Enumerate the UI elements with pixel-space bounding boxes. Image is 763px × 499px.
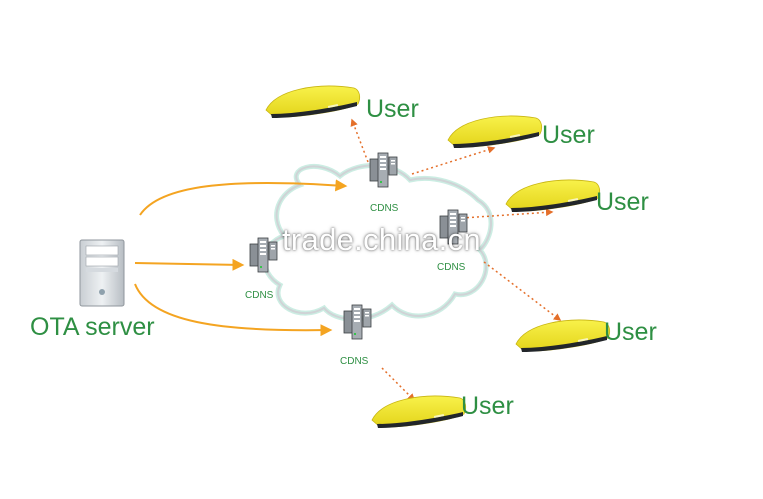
router-device-icon bbox=[505, 179, 601, 213]
user-label: User bbox=[461, 392, 514, 420]
user-label: User bbox=[596, 188, 649, 216]
cdns-label: CDNS bbox=[370, 203, 399, 214]
router-device-icon bbox=[447, 115, 543, 149]
arrow-cdns-to-user-2 bbox=[411, 146, 496, 175]
user-label: User bbox=[542, 121, 595, 149]
cdns-label: CDNS bbox=[340, 356, 369, 367]
ota-server-label: OTA server bbox=[30, 313, 155, 341]
router-device-icon bbox=[515, 319, 611, 353]
server-tower-icon bbox=[79, 239, 125, 307]
arrow-cdns-to-user-3 bbox=[461, 208, 554, 219]
router-device-icon bbox=[371, 395, 467, 429]
arrow-ota-to-cdns-top bbox=[139, 179, 348, 216]
watermark-text: trade.china.cn bbox=[282, 222, 481, 257]
cdns-label: CDNS bbox=[437, 262, 466, 273]
arrow-cdns-to-user-5 bbox=[381, 367, 416, 402]
user-label: User bbox=[366, 95, 419, 123]
server-rack-icon bbox=[369, 152, 398, 188]
server-rack-icon bbox=[343, 304, 372, 340]
arrow-cdns-to-user-1 bbox=[350, 118, 369, 163]
arrow-ota-to-cdns-bottom bbox=[134, 283, 333, 337]
arrow-ota-to-cdns-left bbox=[134, 258, 245, 271]
cdns-label: CDNS bbox=[245, 290, 274, 301]
arrow-cdns-to-user-4 bbox=[483, 261, 562, 321]
user-label: User bbox=[604, 318, 657, 346]
server-rack-icon bbox=[249, 237, 278, 273]
router-device-icon bbox=[265, 85, 361, 119]
